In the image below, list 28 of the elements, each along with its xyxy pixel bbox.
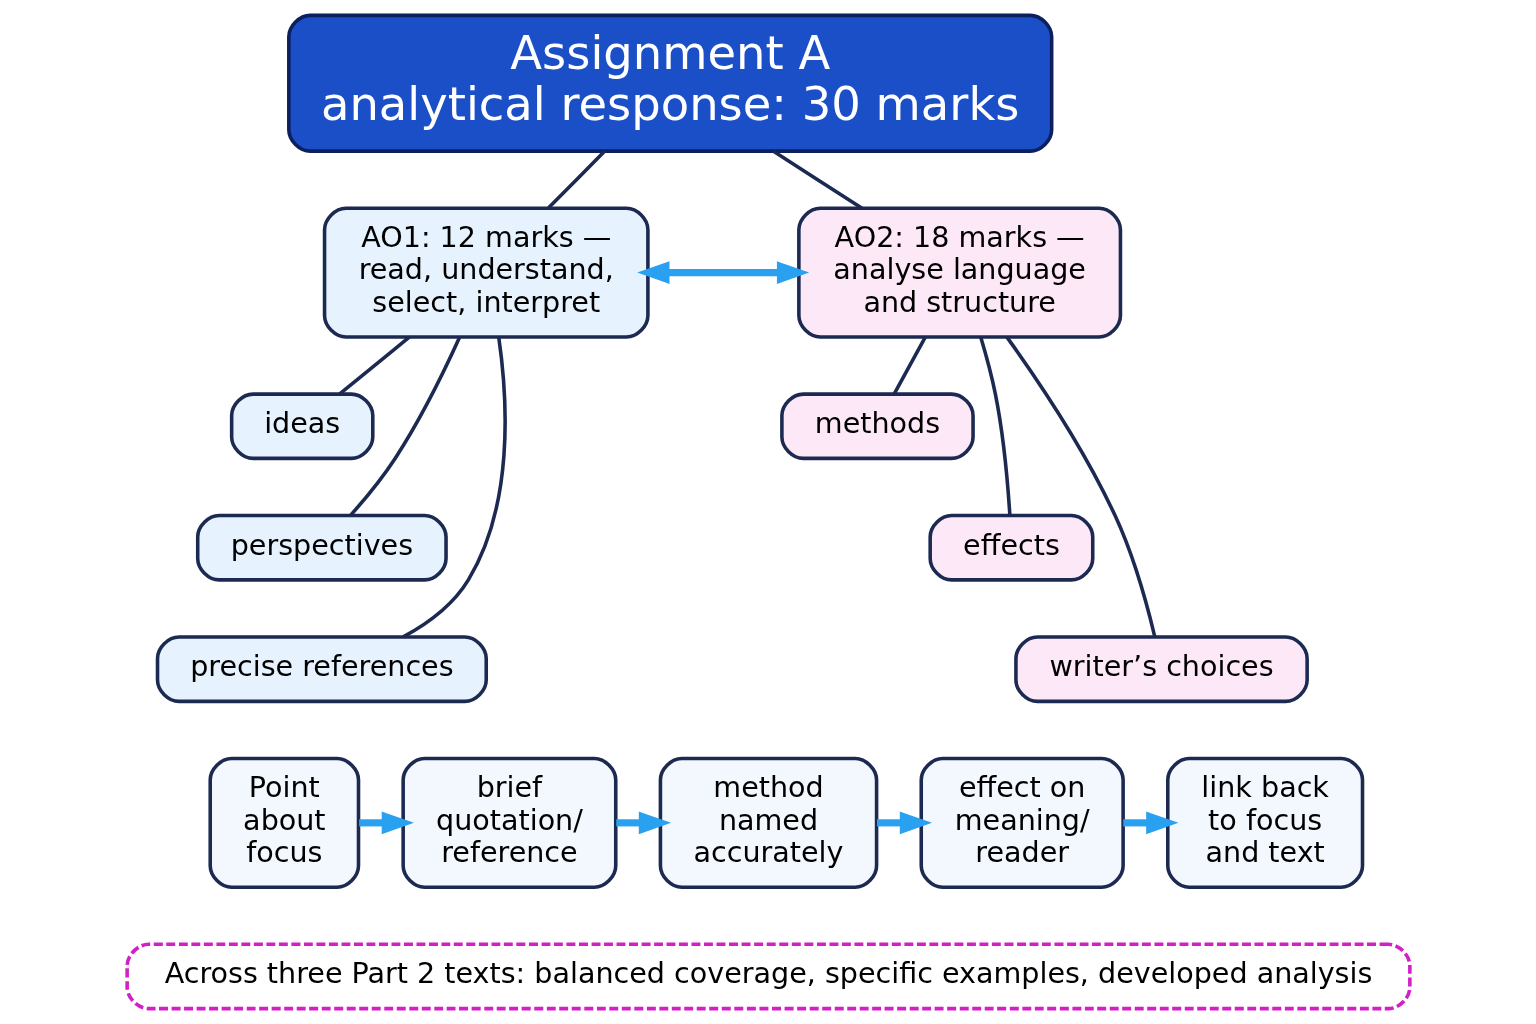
connector xyxy=(338,335,410,396)
node-box: writer’s choices xyxy=(1013,635,1309,704)
connector xyxy=(1005,336,1157,638)
connector xyxy=(401,337,507,639)
arrow xyxy=(1122,811,1178,835)
node-box: Point about focus xyxy=(207,756,360,889)
node-box: effects xyxy=(927,513,1095,582)
node-box: link back to focus and text xyxy=(1165,756,1364,889)
node-box: method named accurately xyxy=(658,756,878,889)
connector xyxy=(892,336,927,395)
node-box: brief quotation/ reference xyxy=(400,756,618,889)
node-box: precise references xyxy=(155,635,488,704)
node-box: ideas xyxy=(229,392,375,461)
connector xyxy=(772,150,863,210)
node-box: perspectives xyxy=(195,513,448,582)
node-box: Across three Part 2 texts: balanced coverage, specific examples, developed analysis xyxy=(124,942,1412,1011)
arrow xyxy=(358,811,414,835)
node-box: methods xyxy=(779,392,975,461)
arrow xyxy=(876,811,932,835)
node-box: effect on meaning/ reader xyxy=(918,756,1125,889)
connector xyxy=(978,336,1012,516)
node-box: AO2: 18 marks — analyse language and structure xyxy=(796,206,1122,339)
connector xyxy=(349,337,461,517)
arrow xyxy=(615,811,671,835)
node-box: AO1: 12 marks — read, understand, select, interpret xyxy=(322,206,650,339)
node-box: Assignment A analytical response: 30 marks xyxy=(286,13,1053,153)
connector xyxy=(546,150,606,210)
arrow xyxy=(636,261,809,284)
